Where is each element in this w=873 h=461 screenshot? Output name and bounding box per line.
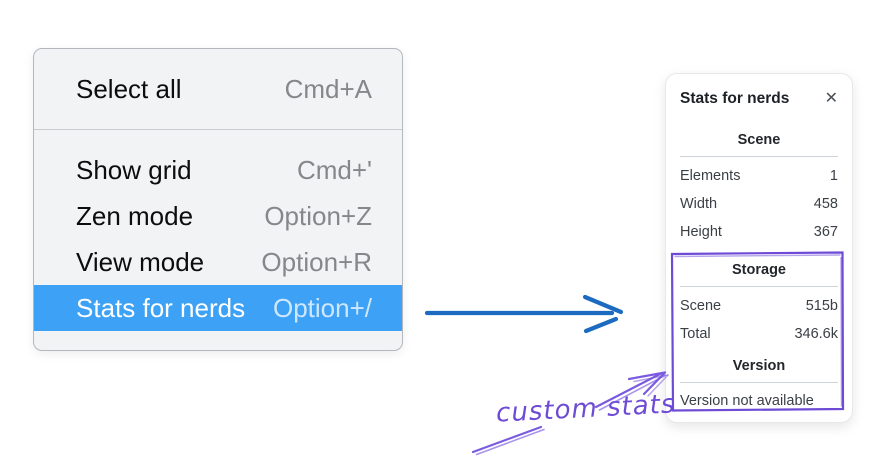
section-heading-storage: Storage xyxy=(732,262,786,278)
menu-item-label: Show grid xyxy=(76,154,192,185)
menu-item-shortcut: Cmd+' xyxy=(296,154,372,185)
stats-panel-header: Stats for nerds ✕ xyxy=(680,84,838,114)
stats-panel-title: Stats for nerds xyxy=(680,90,790,107)
menu-divider xyxy=(34,129,402,130)
stat-label: Elements xyxy=(680,168,741,184)
menu-item-stats-for-nerds[interactable]: Stats for nerds Option+/ xyxy=(34,285,402,331)
stat-label: Scene xyxy=(680,298,722,314)
menu-item-view-mode[interactable]: View mode Option+R xyxy=(34,239,402,285)
stat-value: 458 xyxy=(813,196,838,212)
menu-item-label: View mode xyxy=(76,246,205,277)
section-divider xyxy=(680,286,838,287)
menu-item-show-grid[interactable]: Show grid Cmd+' xyxy=(34,147,402,193)
stat-label: Total xyxy=(680,326,711,342)
stat-row-total-storage: Total 346.6k xyxy=(680,320,838,348)
menu-item-shortcut: Cmd+A xyxy=(284,73,372,104)
stat-value: 1 xyxy=(829,168,838,184)
version-note: Version not available xyxy=(680,393,814,409)
menu-item-zen-mode[interactable]: Zen mode Option+Z xyxy=(34,193,402,239)
stat-value: 346.6k xyxy=(794,326,838,342)
stats-panel: Stats for nerds ✕ Scene Elements 1 Width… xyxy=(665,73,853,423)
close-icon: ✕ xyxy=(824,90,838,107)
menu-item-shortcut: Option+/ xyxy=(272,292,372,323)
menu-item-label: Stats for nerds xyxy=(76,292,246,323)
context-menu: Select all Cmd+A Show grid Cmd+' Zen mod… xyxy=(33,48,403,351)
stat-value: 515b xyxy=(805,298,838,314)
menu-section-bottom: Show grid Cmd+' Zen mode Option+Z View m… xyxy=(34,130,402,350)
section-divider xyxy=(680,382,838,383)
section-heading-version: Version xyxy=(732,358,786,374)
stat-row-elements: Elements 1 xyxy=(680,162,838,190)
menu-item-label: Select all xyxy=(76,73,182,104)
annotation-label: custom stats xyxy=(495,389,677,429)
stat-label: Width xyxy=(680,196,718,212)
menu-item-shortcut: Option+Z xyxy=(264,200,372,231)
pointer-arrow xyxy=(424,294,624,334)
close-button[interactable]: ✕ xyxy=(825,91,838,107)
stat-row-height: Height 367 xyxy=(680,218,838,246)
stat-label: Height xyxy=(680,224,722,240)
stat-row-scene-storage: Scene 515b xyxy=(680,292,838,320)
menu-item-shortcut: Option+R xyxy=(261,246,372,277)
menu-item-select-all[interactable]: Select all Cmd+A xyxy=(34,66,402,112)
menu-item-label: Zen mode xyxy=(76,200,194,231)
stat-value: 367 xyxy=(813,224,838,240)
section-heading-scene: Scene xyxy=(737,132,781,148)
section-divider xyxy=(680,156,838,157)
stat-row-width: Width 458 xyxy=(680,190,838,218)
menu-section-top: Select all Cmd+A xyxy=(34,49,402,129)
